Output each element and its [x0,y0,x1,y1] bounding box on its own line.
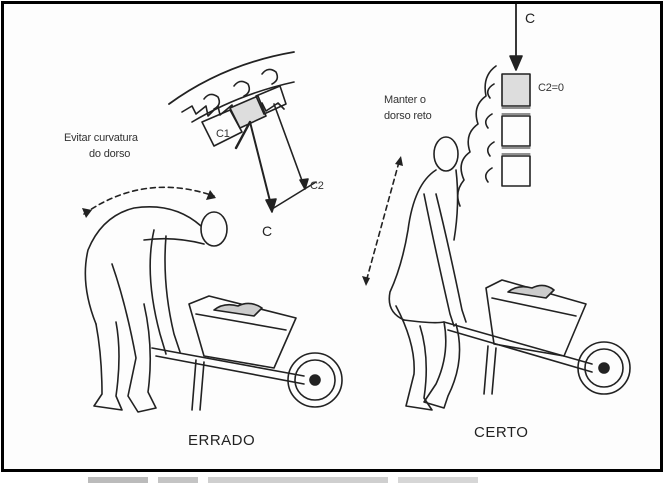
posture-illustration [4,4,660,469]
wrong-caption: ERRADO [188,432,255,449]
cropped-caption-strip [88,474,488,486]
figure-frame: Evitar curvatura do dorso C C1 C2 Manter… [1,1,663,472]
straight-back-arrow [366,162,399,282]
spine-curved-detail [169,52,294,146]
right-caption: CERTO [474,424,528,441]
right-note-line2: dorso reto [384,110,432,122]
person-bent [85,207,227,412]
force-c-right: C [525,10,535,26]
spine-straight-detail [458,4,530,206]
wrong-note-line1: Evitar curvatura [64,132,138,144]
wrong-note-line2: do dorso [89,148,130,160]
wheelbarrow-right [444,280,630,394]
force-c-left: C [262,223,272,239]
force-c1: C1 [216,128,230,140]
wheelbarrow-left [152,296,342,410]
force-c2-zero: C2=0 [538,82,564,94]
curvature-arrow [84,187,214,214]
force-c2: C2 [310,180,324,192]
person-squatting [389,137,466,410]
right-note-line1: Manter o [384,94,426,106]
